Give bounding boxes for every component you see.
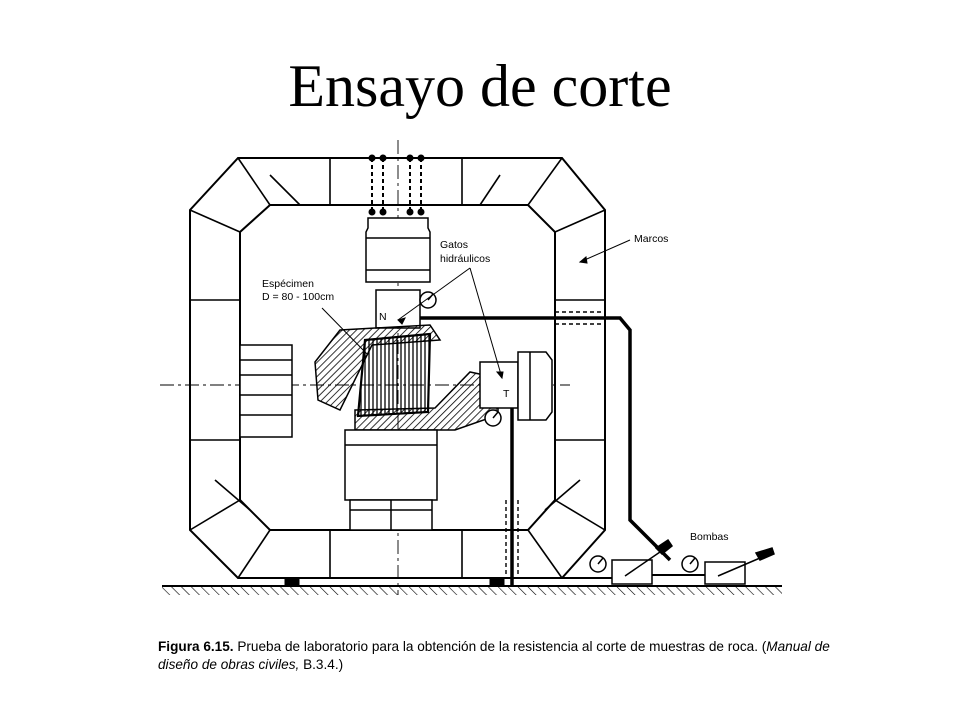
bottom-support (344, 429, 438, 531)
label-hidraulicos: hidráulicos (440, 253, 490, 265)
label-especimen: Espécimen (262, 278, 314, 290)
label-diameter: D = 80 - 100cm (262, 291, 334, 303)
label-gatos: Gatos (440, 239, 468, 251)
loading-frame (189, 157, 606, 579)
left-reaction-block (239, 344, 293, 438)
shear-box (314, 324, 499, 431)
top-vertical-jack (365, 217, 431, 329)
caption-source-ref: B.3.4.) (299, 657, 344, 672)
frame-supports (284, 577, 505, 587)
pumps (512, 538, 775, 585)
hydraulic-lines (420, 316, 672, 585)
leader-arrows (321, 239, 631, 380)
right-horizontal-jack (479, 351, 553, 421)
caption-source: Manual de diseño de obras civiles, (158, 639, 830, 672)
caption-text: Prueba de laboratorio para la obtención … (233, 639, 767, 654)
slide-title: Ensayo de corte (288, 53, 672, 119)
ground-base (162, 585, 782, 595)
figure-caption: Figura 6.15. Prueba de laboratorio para … (158, 638, 838, 674)
label-t: T (503, 388, 510, 400)
tie-rod-nuts (368, 154, 425, 216)
label-n: N (379, 311, 387, 323)
pressure-gauges (419, 291, 699, 573)
hydraulic-lines-dashed (505, 311, 605, 578)
label-bombas: Bombas (690, 531, 729, 543)
caption-figure-label: Figura 6.15. (158, 639, 234, 654)
label-marcos: Marcos (634, 233, 668, 245)
top-tie-rods (371, 158, 422, 215)
